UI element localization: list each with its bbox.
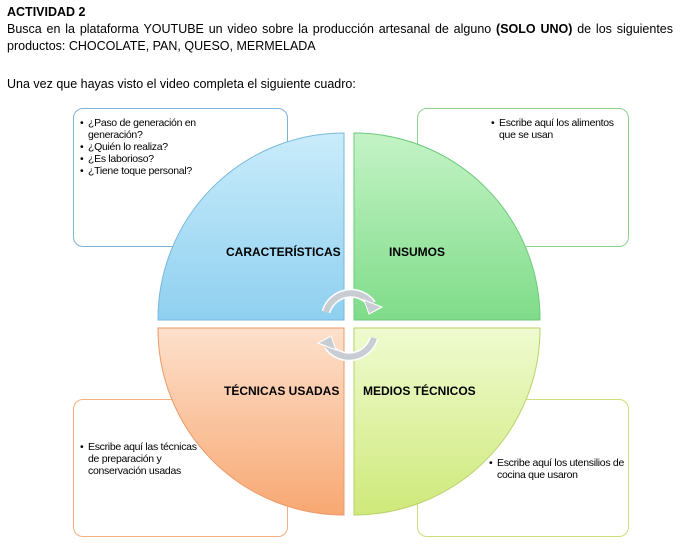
quadrant-tecnicas <box>157 327 345 516</box>
list-item: ¿Paso de generación en generación? <box>80 117 220 141</box>
list-caracteristicas: ¿Paso de generación en generación? ¿Quié… <box>80 117 220 177</box>
list-tecnicas: Escribe aquí las técnicas de preparación… <box>80 441 210 477</box>
header: ACTIVIDAD 2 Busca en la plataforma YOUTU… <box>7 4 673 55</box>
list-item: ¿Es laborioso? <box>80 153 220 165</box>
instructions-part-1: Busca en la plataforma YOUTUBE un video … <box>7 22 497 36</box>
label-insumos: INSUMOS <box>389 245 445 259</box>
list-item: Escribe aquí las técnicas de preparación… <box>80 441 210 477</box>
label-medios: MEDIOS TÉCNICOS <box>363 383 476 398</box>
followup-instruction: Una vez que hayas visto el video complet… <box>7 77 356 91</box>
cycle-arrows-icon <box>316 288 384 362</box>
list-medios: Escribe aquí los utensilios de cocina qu… <box>489 457 624 481</box>
instructions: Busca en la plataforma YOUTUBE un video … <box>7 21 673 55</box>
quadrant-medios <box>353 327 541 516</box>
label-tecnicas: TÉCNICAS USADAS <box>224 383 339 398</box>
list-item: Escribe aquí los utensilios de cocina qu… <box>489 457 624 481</box>
label-caracteristicas: CARACTERÍSTICAS <box>226 244 341 259</box>
activity-title: ACTIVIDAD 2 <box>7 5 86 19</box>
list-item: ¿Quién lo realiza? <box>80 141 220 153</box>
instructions-emphasis: (SOLO UNO) <box>496 22 573 36</box>
list-item: Escribe aquí los alimentos que se usan <box>491 117 626 141</box>
list-insumos: Escribe aquí los alimentos que se usan <box>491 117 626 141</box>
quadrant-insumos <box>353 132 541 321</box>
instructions-part-2: de los siguientes productos: CHOCOLATE, … <box>7 22 674 53</box>
quadrant-caracteristicas <box>157 132 345 321</box>
list-item: ¿Tiene toque personal? <box>80 165 220 177</box>
